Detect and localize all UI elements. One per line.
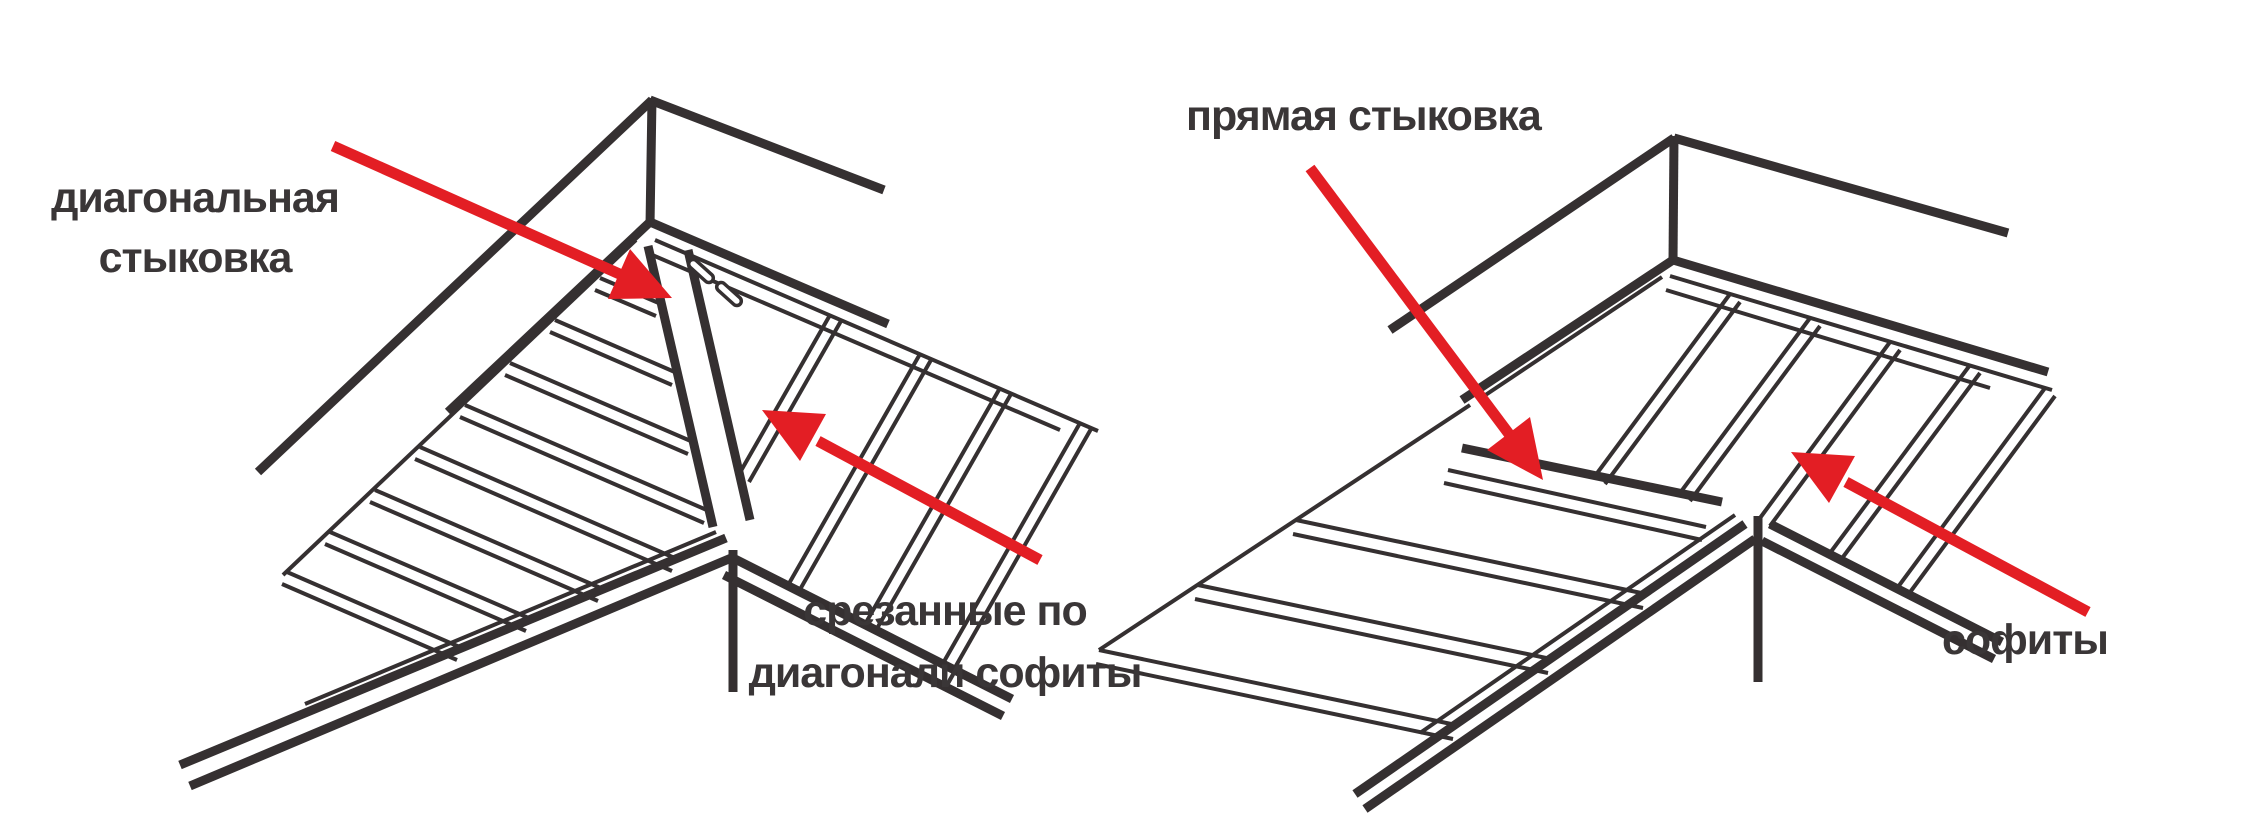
straight-joint-label: прямая стыковка: [1186, 92, 1542, 140]
straight-joint-strip: [1443, 443, 1723, 542]
left-fascia-band: [1352, 513, 1758, 813]
cut-soffits-label-line2: диагонали софиты: [748, 649, 1143, 697]
red-arrow-straight-joint-icon: [1305, 164, 1543, 480]
left-eave-soffit-panels: [281, 238, 710, 662]
diagonal-joint-label-line1: диагональная: [51, 174, 340, 222]
left-diagram: [178, 95, 1099, 791]
diagonal-joint-label: диагональная стыковка: [30, 168, 360, 288]
left-corner-fascia-junction: [721, 550, 1015, 721]
right-eave-soffit-panels: [1593, 292, 2057, 597]
cut-soffits-label: срезанные по диагонали софиты: [715, 580, 1175, 704]
diagonal-joint-label-line2: стыковка: [98, 234, 293, 282]
wall-j-channel: [1097, 274, 2053, 652]
right-diagram: [1095, 133, 2091, 813]
cut-soffits-label-line1: срезанные по: [803, 587, 1088, 635]
right-wall-corner: [1387, 133, 2050, 404]
red-arrow-diagonal-joint-icon: [330, 140, 672, 299]
left-wall-corner: [254, 95, 890, 476]
vent-slot-icon: [714, 280, 744, 308]
red-arrow-cut-soffits-icon: [762, 410, 1043, 565]
left-fascia-band: [178, 530, 738, 791]
right-corner-fascia-junction: [1753, 516, 2005, 682]
left-eave-soffit-panels: [1095, 518, 1647, 741]
vent-slot-icon: [686, 257, 716, 285]
soffits-label: софиты: [1941, 616, 2109, 664]
red-arrow-soffits-icon: [1791, 452, 2091, 617]
